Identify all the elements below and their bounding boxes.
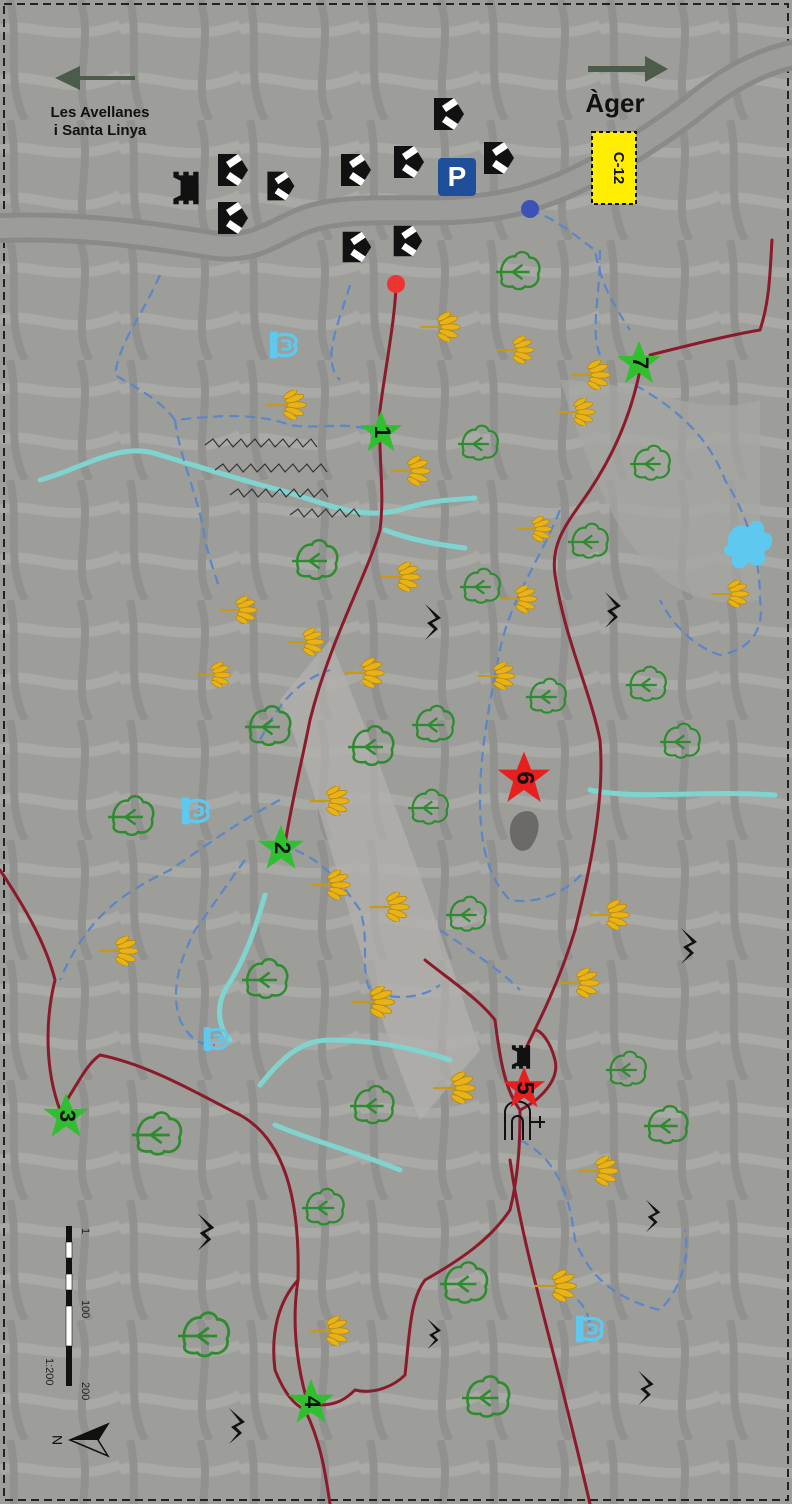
road-sign-c12: C-12: [591, 131, 637, 205]
north-arrow: N: [49, 1422, 110, 1458]
scale-bar: 1 100 200 1:200: [43, 1226, 91, 1400]
scale-tick-200: 200: [79, 1382, 91, 1400]
parking-label: P: [448, 161, 467, 192]
west-direction: Les Avellanes i Santa Linya: [51, 66, 150, 139]
west-destination-line2: i Santa Linya: [54, 122, 147, 139]
road-code-label: C-12: [610, 152, 627, 185]
arrow-icon: [588, 56, 668, 82]
end-point: [521, 200, 539, 218]
scale-tick-1: 1: [79, 1228, 91, 1234]
field-patch: [560, 380, 760, 603]
main-route: [0, 238, 774, 1504]
waypoint-3-label: 3: [55, 1110, 80, 1122]
rocky-ridge: [204, 438, 361, 518]
waypoint-4[interactable]: 4: [288, 1379, 334, 1423]
dashed-trails: [58, 208, 763, 1331]
waypoint-5[interactable]: 5: [502, 1066, 546, 1108]
spring-icon: [723, 520, 773, 569]
terraced-fields: [280, 640, 480, 1120]
west-destination-line1: Les Avellanes: [51, 104, 150, 121]
east-destination: Àger: [585, 88, 644, 118]
east-direction: Àger: [585, 56, 668, 118]
rock-icon: [509, 811, 539, 851]
waypoint-1[interactable]: 1: [359, 410, 403, 452]
scale-tick-100: 100: [79, 1300, 91, 1318]
scale-ratio: 1:200: [43, 1358, 55, 1386]
waypoint-2-label: 2: [270, 842, 295, 854]
waypoint-5-label: 5: [512, 1081, 539, 1094]
start-point: [387, 275, 405, 293]
waypoint-4-label: 4: [300, 1396, 325, 1409]
waypoint-3[interactable]: 3: [43, 1093, 89, 1137]
parking-sign: P: [438, 158, 476, 196]
waypoint-6[interactable]: 6: [497, 751, 551, 802]
map-frame: [3, 3, 789, 1501]
waypoint-2[interactable]: 2: [258, 825, 304, 869]
north-label: N: [49, 1435, 65, 1445]
arrow-icon: [55, 66, 135, 90]
waypoint-6-label: 6: [512, 771, 539, 784]
waypoint-7-label: 7: [628, 357, 653, 369]
streams: [37, 448, 778, 1173]
waypoint-1-label: 1: [370, 426, 395, 438]
waypoint-7[interactable]: 7: [617, 341, 661, 383]
